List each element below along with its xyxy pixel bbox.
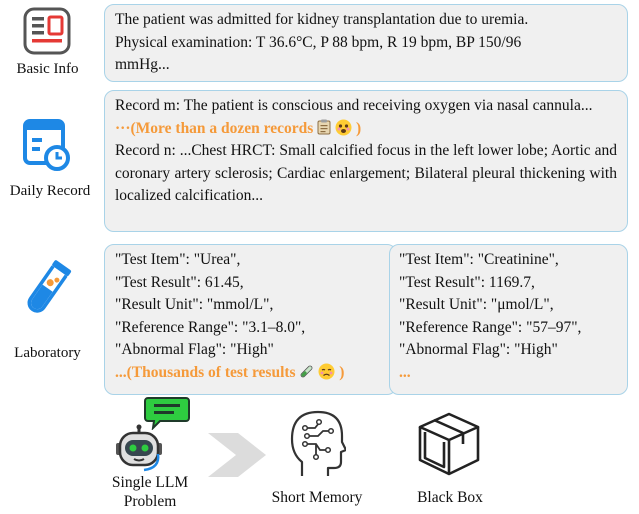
basic-info-line: Physical examination: T 36.6°C, P 88 bpm… bbox=[115, 33, 522, 51]
record-n-text: Record n: ...Chest HRCT: Small calcified… bbox=[115, 142, 617, 204]
lab-result-left-box: "Test Item": "Urea", "Test Result": 61.4… bbox=[104, 244, 397, 395]
daily-record-icon bbox=[22, 118, 74, 174]
lab-right-line: "Abnormal Flag": "High" bbox=[399, 341, 558, 358]
chat-bubble-icon bbox=[144, 396, 190, 430]
robot-icon bbox=[114, 424, 164, 472]
lab-left-line: "Reference Range": "3.1–8.0", bbox=[115, 318, 306, 336]
lab-left-line: "Abnormal Flag": "High" bbox=[115, 341, 274, 358]
black-box-icon bbox=[416, 410, 482, 478]
chevron-right-icon bbox=[208, 431, 268, 479]
single-llm-line: Problem bbox=[123, 493, 177, 510]
thousands-results-note: ...(Thousands of test results ) bbox=[115, 362, 392, 385]
lab-left-line: "Result Unit": "mmol/L", bbox=[115, 296, 274, 313]
short-memory-label: Short Memory bbox=[271, 489, 363, 506]
basic-info-icon bbox=[22, 6, 72, 58]
more-records-close: ) bbox=[355, 119, 362, 137]
basic-info-line: The patient was admitted for kidney tran… bbox=[115, 11, 529, 28]
lab-right-line: "Reference Range": "57–97", bbox=[399, 318, 582, 336]
more-records-text: ···(More than a dozen records bbox=[115, 119, 314, 137]
black-box-label: Black Box bbox=[417, 489, 483, 506]
lab-right-line: "Result Unit": "μmol/L", bbox=[399, 296, 554, 313]
lab-right-ellipsis: ... bbox=[399, 363, 411, 381]
thousands-results-close: ) bbox=[339, 363, 345, 381]
single-llm-line: Single LLM bbox=[111, 474, 189, 491]
lab-left-line: "Test Result": 61.45, bbox=[115, 273, 244, 291]
test-tube-emoji-icon bbox=[299, 364, 314, 379]
lab-result-right-box: "Test Item": "Creatinine", "Test Result"… bbox=[389, 244, 628, 395]
thousands-results-text: ...(Thousands of test results bbox=[115, 363, 296, 381]
laboratory-label: Laboratory bbox=[14, 345, 81, 361]
lab-left-line: "Test Item": "Urea", bbox=[115, 251, 241, 268]
worried-face-emoji-icon bbox=[335, 119, 352, 136]
basic-info-box: The patient was admitted for kidney tran… bbox=[104, 4, 628, 82]
daily-record-label: Daily Record bbox=[9, 183, 91, 199]
clipboard-emoji-icon bbox=[317, 119, 331, 135]
daily-record-box: Record m: The patient is conscious and r… bbox=[104, 90, 628, 232]
more-records-note: ···(More than a dozen records ) bbox=[115, 118, 617, 141]
brain-head-icon bbox=[288, 406, 346, 480]
record-m-text: Record m: The patient is conscious and r… bbox=[115, 97, 593, 114]
sad-face-emoji-icon bbox=[318, 363, 335, 380]
single-llm-label: Single LLM Problem bbox=[95, 473, 205, 511]
lab-right-line: "Test Result": 1169.7, bbox=[399, 273, 535, 291]
test-tube-icon bbox=[18, 256, 76, 322]
lab-right-line: "Test Item": "Creatinine", bbox=[399, 251, 559, 268]
basic-info-line: mmHg... bbox=[115, 56, 170, 73]
basic-info-label: Basic Info bbox=[16, 61, 79, 77]
